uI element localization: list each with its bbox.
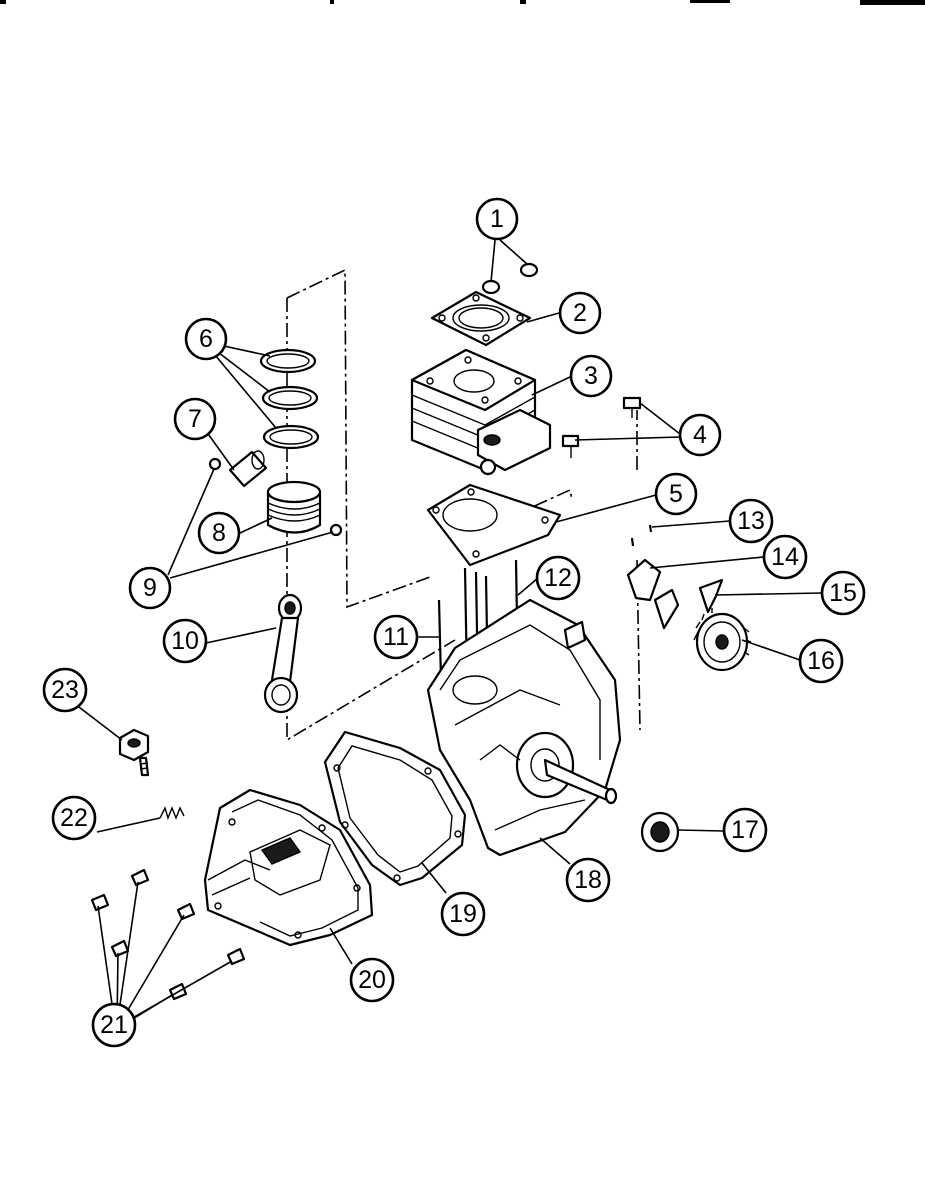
- svg-text:5: 5: [669, 480, 683, 508]
- part-15-governor-part: [698, 578, 724, 614]
- part-5-base-gasket: [426, 483, 562, 567]
- part-21-bolts: [90, 868, 246, 1001]
- svg-text:2: 2: [573, 299, 587, 327]
- callout-4: 4: [678, 413, 722, 457]
- part-19-crankcase-gasket: [323, 730, 467, 887]
- part-20-crankcase-cover: [203, 788, 374, 947]
- svg-text:7: 7: [188, 405, 202, 433]
- top-edge-artifacts: [0, 0, 925, 5]
- callouts: 1 2 3 4 5 6 7 8: [42, 197, 866, 1048]
- part-13-pin: [630, 524, 653, 547]
- svg-text:19: 19: [449, 900, 477, 928]
- callout-14: 14: [762, 534, 808, 580]
- part-16-gear: [693, 608, 752, 672]
- callout-13: 13: [728, 498, 774, 544]
- callout-18: 18: [565, 857, 611, 903]
- part-4-bolts: [561, 396, 642, 458]
- callout-21: 21: [91, 1002, 137, 1048]
- svg-text:13: 13: [737, 507, 765, 535]
- callout-7: 7: [173, 397, 217, 441]
- callout-23: 23: [42, 667, 88, 713]
- svg-text:6: 6: [199, 325, 213, 353]
- callout-16: 16: [798, 638, 844, 684]
- svg-text:12: 12: [544, 564, 572, 592]
- part-3-cylinder: [410, 348, 552, 476]
- callout-10: 10: [162, 618, 208, 664]
- svg-text:17: 17: [731, 816, 759, 844]
- callout-2: 2: [558, 291, 602, 335]
- callout-9: 9: [128, 566, 172, 610]
- part-6-piston-rings: [259, 348, 320, 450]
- callout-20: 20: [349, 957, 395, 1003]
- svg-text:22: 22: [60, 804, 88, 832]
- svg-text:1: 1: [490, 205, 504, 233]
- svg-text:20: 20: [358, 966, 386, 994]
- callout-6: 6: [184, 317, 228, 361]
- part-23-plug: [118, 728, 150, 777]
- callout-8: 8: [197, 511, 241, 555]
- svg-text:16: 16: [807, 647, 835, 675]
- callout-22: 22: [51, 795, 97, 841]
- part-22-spring: [159, 806, 185, 821]
- callout-1: 1: [475, 197, 519, 241]
- svg-text:4: 4: [693, 421, 707, 449]
- svg-text:3: 3: [584, 362, 598, 390]
- callout-11: 11: [373, 614, 419, 660]
- svg-text:9: 9: [143, 574, 157, 602]
- part-18-crankcase: [426, 598, 622, 857]
- callout-5: 5: [654, 472, 698, 516]
- callout-3: 3: [569, 354, 613, 398]
- callout-17: 17: [722, 807, 768, 853]
- callout-15: 15: [820, 570, 866, 616]
- part-7-piston-pin: [228, 450, 268, 488]
- svg-text:11: 11: [383, 623, 409, 651]
- svg-text:23: 23: [51, 676, 79, 704]
- part-14-governor-lever: [626, 558, 680, 630]
- svg-text:14: 14: [771, 543, 799, 571]
- svg-text:21: 21: [100, 1011, 128, 1039]
- part-9-clips: [208, 457, 343, 537]
- callout-19: 19: [440, 891, 486, 937]
- part-17-oil-seal: [640, 811, 680, 853]
- part-1-nuts: [481, 262, 539, 295]
- svg-text:15: 15: [829, 579, 857, 607]
- svg-text:8: 8: [212, 519, 226, 547]
- part-2-gasket: [430, 290, 532, 347]
- svg-text:18: 18: [574, 866, 602, 894]
- part-10-connecting-rod: [263, 593, 303, 714]
- callout-12: 12: [535, 555, 581, 601]
- part-8-piston: [266, 480, 322, 534]
- svg-text:10: 10: [171, 627, 199, 655]
